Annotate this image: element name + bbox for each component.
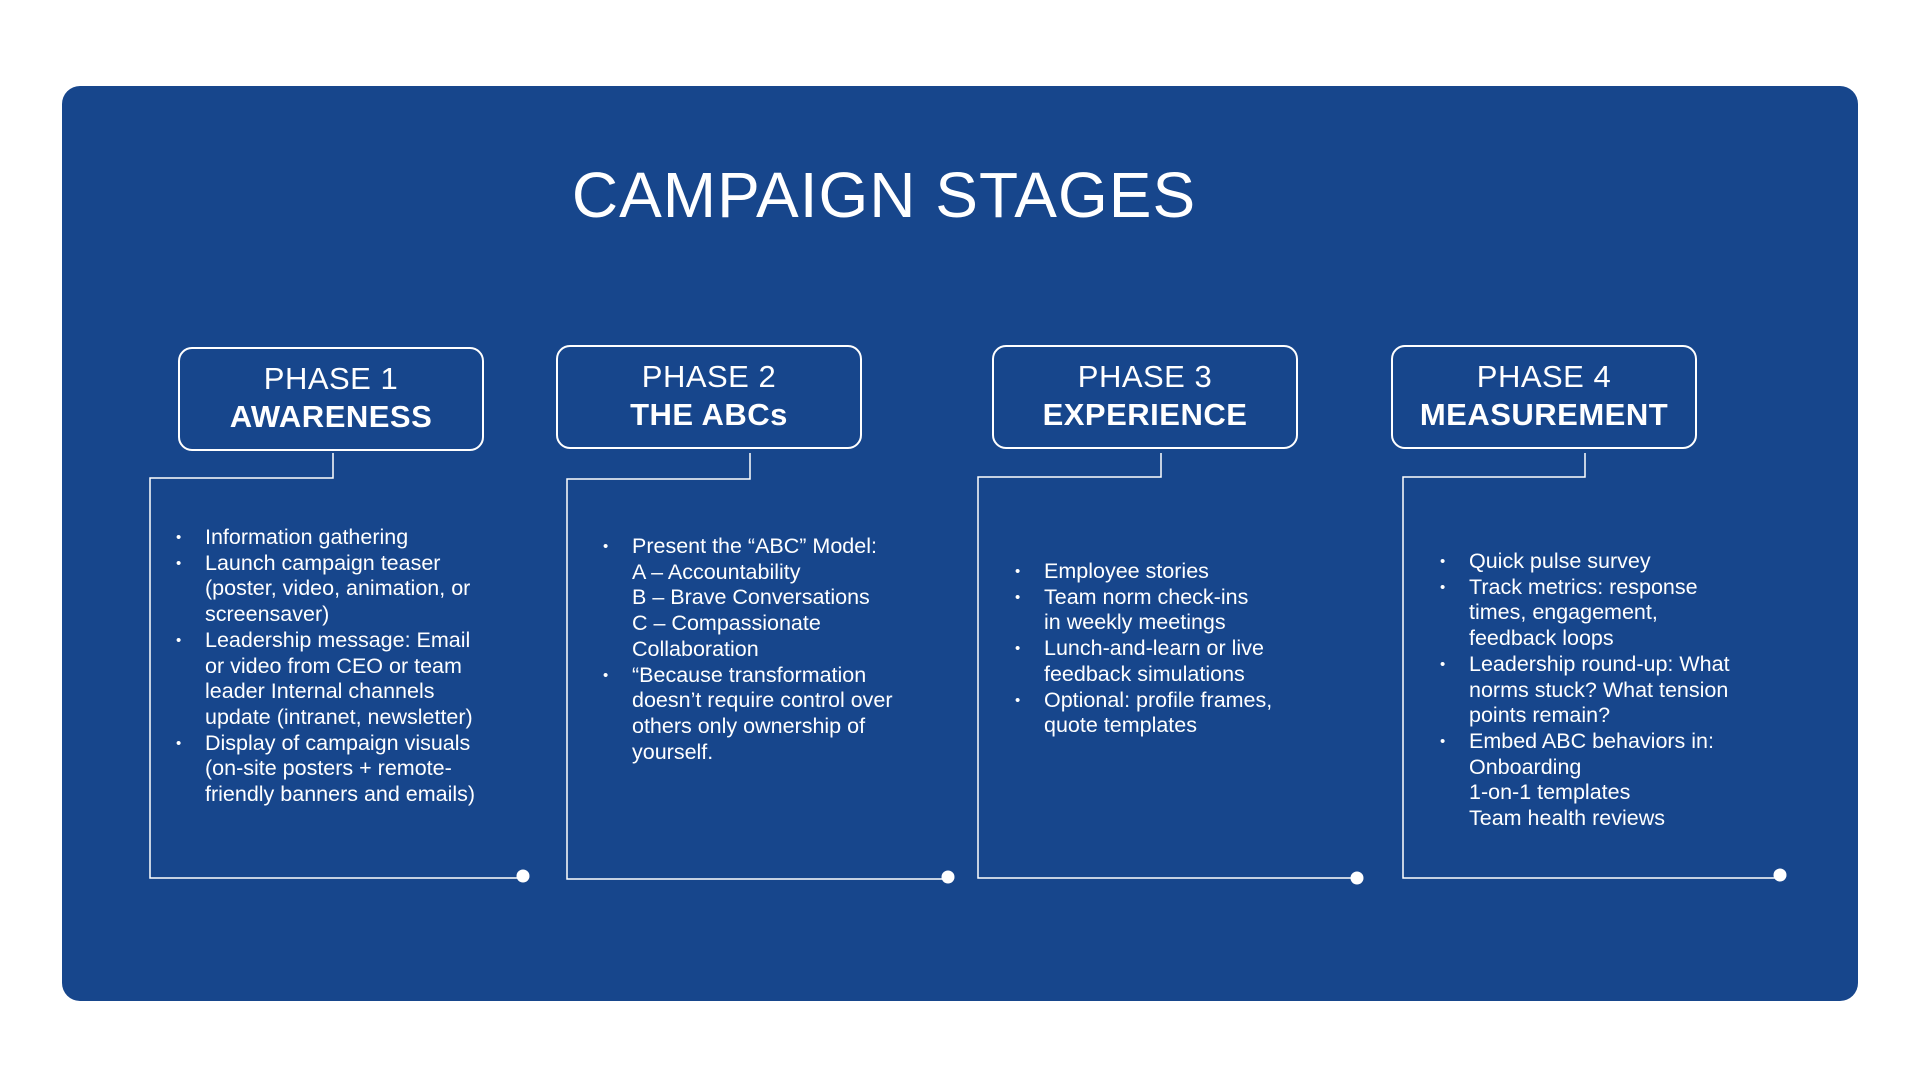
bullet-text: Information gathering [205,525,409,549]
bullet-text: feedback loops [1469,626,1614,651]
phase-3-content: Employee stories Team norm check-ins in … [1015,559,1272,739]
list-item: Display of campaign visuals (on-site pos… [176,731,475,808]
bullet-text: (on-site posters + remote- [205,756,452,781]
phase-2-number: PHASE 2 [641,359,777,394]
bullet-text: feedback simulations [1044,661,1245,686]
phase-2-content: Present the “ABC” Model: A – Accountabil… [603,534,893,765]
list-item: Quick pulse survey [1440,549,1730,575]
bullet-text: yourself. [632,739,714,764]
bullet-text: times, engagement, [1469,600,1658,625]
phase-3-bullet-list: Employee stories Team norm check-ins in … [1015,559,1272,739]
bullet-text: doesn’t require control over [632,688,893,713]
bullet-text: leader Internal channels [205,679,435,704]
bullet-text: friendly banners and emails) [205,782,476,807]
bullet-text: or video from CEO or team [205,653,462,678]
list-item: “Because transformation doesn’t require … [603,663,893,766]
list-item: Launch campaign teaser (poster, video, a… [176,551,475,628]
phase-4-end-dot [1773,868,1787,882]
list-item: Leadership round-up: What norms stuck? W… [1440,652,1730,729]
phase-4-connector [1402,453,1780,879]
phase-4-box: PHASE 4 MEASUREMENT [1391,345,1697,449]
list-item: Leadership message: Email or video from … [176,628,475,731]
bullet-text: A – Accountability [632,559,801,584]
bullet-text: Lunch-and-learn or live [1044,636,1264,661]
phase-4-content: Quick pulse survey Track metrics: respon… [1440,549,1730,832]
bullet-text: Team health reviews [1469,806,1665,831]
phase-1-connector [149,453,522,879]
bullet-text: others only ownership of [632,713,866,738]
phase-3-number: PHASE 3 [1077,359,1213,394]
bullet-text: Leadership message: Email [205,627,471,652]
phase-3-box: PHASE 3 EXPERIENCE [992,345,1298,449]
bullet-text: in weekly meetings [1044,610,1226,635]
bullet-text: Leadership round-up: What [1469,651,1730,676]
phase-4-name: MEASUREMENT [1419,397,1669,432]
bullet-text: (poster, video, animation, or [205,576,471,601]
list-item: Embed ABC behaviors in: Onboarding 1-on-… [1440,729,1730,832]
phase-2-bullet-list: Present the “ABC” Model: A – Accountabil… [603,534,893,765]
bullet-text: quote templates [1044,713,1197,738]
list-item: Lunch-and-learn or live feedback simulat… [1015,636,1272,687]
bullet-text: Quick pulse survey [1469,549,1651,573]
list-item: Optional: profile frames, quote template… [1015,688,1272,739]
bullet-text: “Because transformation [632,662,867,687]
bullet-text: points remain? [1469,703,1611,728]
slide-title: CAMPAIGN STAGES [571,159,1197,231]
list-item: Present the “ABC” Model: A – Accountabil… [603,534,893,663]
phase-1-end-dot [516,869,530,883]
bullet-text: Team norm check-ins [1044,584,1249,609]
bullet-text: update (intranet, newsletter) [205,704,473,729]
list-item: Employee stories [1015,559,1272,585]
bullet-text: norms stuck? What tension [1469,677,1729,702]
bullet-text: screensaver) [205,602,330,627]
phase-3-connector [977,453,1357,879]
bullet-text: Track metrics: response [1469,574,1698,599]
phase-2-end-dot [941,870,955,884]
list-item: Team norm check-ins in weekly meetings [1015,585,1272,636]
bullet-text: B – Brave Conversations [632,585,870,610]
phase-1-box: PHASE 1 AWARENESS [178,347,484,451]
phase-3-end-dot [1350,871,1364,885]
phase-3-name: EXPERIENCE [1042,397,1248,432]
phase-1-content: Information gathering Launch campaign te… [176,525,475,808]
phase-2-box: PHASE 2 THE ABCs [556,345,862,449]
bullet-text: Embed ABC behaviors in: [1469,728,1714,753]
list-item: Information gathering [176,525,475,551]
phase-4-bullet-list: Quick pulse survey Track metrics: respon… [1440,549,1730,832]
bullet-text: Display of campaign visuals [205,730,471,755]
phase-1-bullet-list: Information gathering Launch campaign te… [176,525,475,808]
bullet-text: Collaboration [632,636,759,661]
phase-1-number: PHASE 1 [263,361,399,396]
phase-2-connector [566,453,948,880]
phase-2-name: THE ABCs [630,397,788,432]
bullet-text: C – Compassionate [632,611,821,636]
phase-1-name: AWARENESS [229,399,433,434]
phase-4-number: PHASE 4 [1476,359,1612,394]
list-item: Track metrics: response times, engagemen… [1440,575,1730,652]
bullet-text: Onboarding [1469,754,1582,779]
bullet-text: 1-on-1 templates [1469,780,1631,805]
bullet-text: Optional: profile frames, [1044,687,1273,712]
bullet-text: Present the “ABC” Model: [632,534,877,558]
bullet-text: Employee stories [1044,559,1209,583]
bullet-text: Launch campaign teaser [205,550,441,575]
